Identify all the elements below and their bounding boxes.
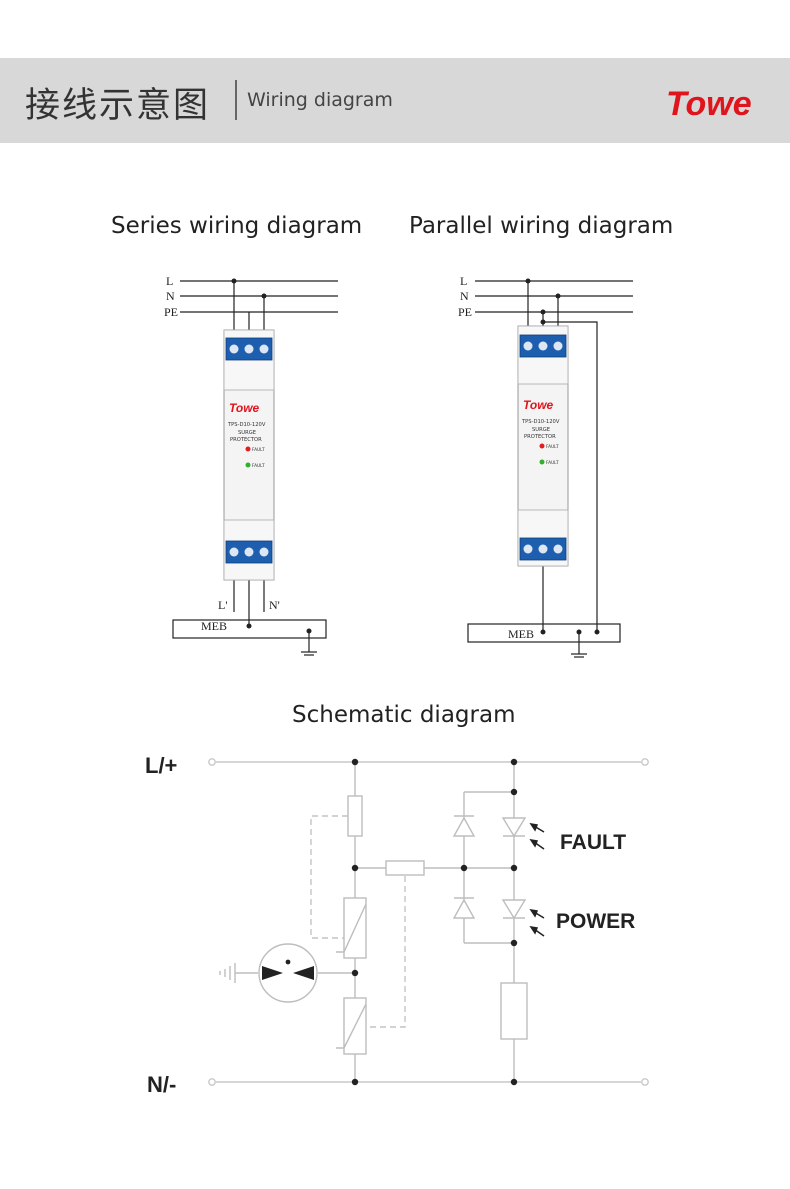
gas-discharge-tube xyxy=(258,943,318,1003)
title-separator xyxy=(235,80,237,120)
parallel-ok-led xyxy=(539,459,545,465)
page-title-zh: 接线示意图 xyxy=(25,86,211,126)
thermal-fuse xyxy=(347,795,363,837)
series-title: Series wiring diagram xyxy=(111,213,363,239)
series-label-pe: PE xyxy=(164,305,178,319)
schematic-title: Schematic diagram xyxy=(292,702,516,728)
header-bar: 接线示意图 Wiring diagram Towe xyxy=(0,58,790,143)
parallel-label-pe: PE xyxy=(458,305,472,319)
parallel-title: Parallel wiring diagram xyxy=(409,213,674,239)
parallel-device-desc2: PROTECTOR xyxy=(524,434,556,440)
parallel-label-n: N xyxy=(460,289,469,303)
parallel-indicator-2-label: FAULT xyxy=(546,460,559,466)
series-indicator-2-label: FAULT xyxy=(252,463,265,469)
series-ok-led xyxy=(245,462,251,468)
led-arrows xyxy=(529,822,545,937)
leds xyxy=(501,817,527,920)
parallel-device-model: TPS-D10-120V xyxy=(521,419,560,425)
varistors xyxy=(336,897,367,1055)
parallel-spd-device: Towe TPS-D10-120V SURGE PROTECTOR FAULT … xyxy=(517,325,569,567)
thermal-link-1 xyxy=(310,815,348,939)
tvs-diodes xyxy=(452,815,476,919)
series-device-desc1: SURGE xyxy=(238,430,256,436)
label-n-minus: N/- xyxy=(147,1072,176,1097)
series-label-n: N xyxy=(166,289,175,303)
label-power: POWER xyxy=(556,910,635,933)
towe-logo: Towe xyxy=(666,85,752,123)
series-device-desc2: PROTECTOR xyxy=(230,437,262,443)
series-spd-device: Towe TPS-D10-120V SURGE PROTECTOR FAULT … xyxy=(223,329,275,581)
parallel-label-meb: MEB xyxy=(508,627,534,641)
series-fault-led xyxy=(245,446,251,452)
series-label-meb: MEB xyxy=(201,619,227,633)
parallel-meb-bar xyxy=(467,623,621,643)
series-device-model: TPS-D10-120V xyxy=(227,422,266,428)
series-label-l: L xyxy=(166,274,173,288)
series-indicator-1-label: FAULT xyxy=(252,447,265,453)
label-fault: FAULT xyxy=(560,831,626,854)
series-meb-bar xyxy=(172,619,327,639)
series-label-n-out: N' xyxy=(269,598,280,612)
junction-dots xyxy=(351,758,518,1086)
resistor xyxy=(500,982,528,1040)
parallel-fault-led xyxy=(539,443,545,449)
parallel-device-desc1: SURGE xyxy=(532,427,550,433)
series-label-l-out: L' xyxy=(218,598,228,612)
logo-text: Towe xyxy=(666,85,752,123)
page-title-en: Wiring diagram xyxy=(247,89,393,111)
parallel-indicator-1-label: FAULT xyxy=(546,444,559,450)
parallel-device-brand: Towe xyxy=(523,398,554,412)
series-device-brand: Towe xyxy=(229,401,260,415)
label-l-plus: L/+ xyxy=(145,753,177,778)
horizontal-fuse xyxy=(385,860,425,876)
parallel-label-l: L xyxy=(460,274,467,288)
thermal-link-2 xyxy=(366,876,406,1028)
